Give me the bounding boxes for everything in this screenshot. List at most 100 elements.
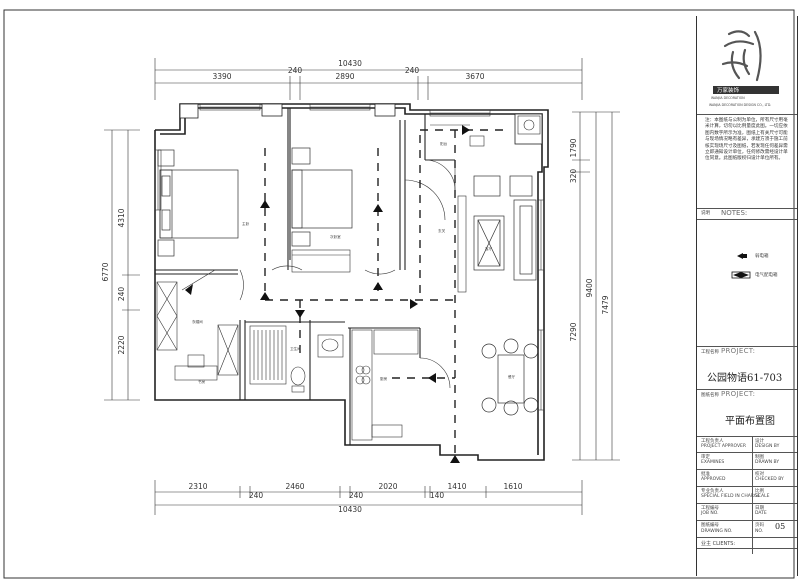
dim-left-total: 6770 <box>101 262 110 281</box>
dim-right-2: 320 <box>569 169 578 184</box>
company-sub: WANJIA DECORATION DESIGN CO., LTD. <box>709 103 772 107</box>
drawing-label: PROJECT: <box>721 390 756 398</box>
dim-bot-8: 1610 <box>503 482 522 491</box>
drawing-label-cn: 图纸名称 <box>701 393 719 398</box>
row-scale: SCALE <box>755 494 770 499</box>
tb-divider <box>697 346 797 347</box>
arrow-up-icon <box>450 455 460 463</box>
arrow-left-icon <box>428 373 436 383</box>
arrow-right-icon <box>462 125 470 135</box>
notes-label: NOTES: <box>721 209 748 217</box>
room-label-second: 次卧室 <box>330 234 341 239</box>
row-date-cn: 日期 <box>755 506 764 511</box>
dimensions-left <box>104 129 140 401</box>
row-date: DATE <box>755 511 767 516</box>
dim-top-2: 240 <box>288 66 303 75</box>
drawing-name: 平面布置图 <box>725 416 775 427</box>
tb-divider <box>697 520 797 521</box>
dim-bot-6: 140 <box>430 491 445 500</box>
page-number: 05 <box>775 522 786 531</box>
dining-table <box>481 338 539 416</box>
notes-label-cn: 说明 <box>701 211 710 216</box>
company-name-cn: 万家装饰 <box>717 88 740 94</box>
dim-bot-7: 1410 <box>447 482 466 491</box>
weak-box-legend-icon <box>737 253 747 259</box>
room-label-study: 书房 <box>198 379 206 384</box>
client-label: 业主 CLIENTS: <box>701 541 736 547</box>
tv-cabinet <box>457 195 467 293</box>
kitchen-counter <box>351 329 419 441</box>
title-block: 万家装饰 WANJIA DECORATION WANJIA DECORATION… <box>696 16 798 576</box>
company-name-en: WANJIA DECORATION <box>711 96 745 100</box>
row-examine-cn: 审定 <box>701 455 710 460</box>
room-label-master: 主卧 <box>242 221 250 226</box>
dim-top-5: 3670 <box>465 72 484 81</box>
room-label-foyer: 玄关 <box>438 228 446 233</box>
dim-left-2: 240 <box>117 287 126 302</box>
tb-divider <box>697 452 797 453</box>
dim-top-4: 240 <box>405 66 420 75</box>
row-drawing-no: DRAWING NO. <box>701 529 733 534</box>
room-label-living: 客厅 <box>485 246 493 251</box>
notes-text: 注：本图纸与公制为单位，所有尺寸用毫米计算，切勿以比例量度此图。一切应依图内数字… <box>705 118 788 162</box>
project-label-cn: 工程名称 <box>701 350 719 355</box>
dim-right-3: 9400 <box>585 278 594 297</box>
tb-divider <box>697 503 797 504</box>
second-bed <box>291 147 353 247</box>
arrow-up-icon <box>260 200 270 208</box>
row-design-cn: 设计 <box>755 439 764 444</box>
arrow-up-icon <box>373 282 383 290</box>
row-scale-cn: 比例 <box>755 489 764 494</box>
second-wardrobe <box>291 249 351 273</box>
interior-walls <box>155 108 455 445</box>
tb-col-divider <box>752 436 753 554</box>
route-arrows <box>185 125 470 463</box>
dim-bot-5: 2020 <box>378 482 397 491</box>
row-drawn: DRAWN BY <box>755 460 780 465</box>
tb-divider <box>697 219 797 220</box>
tb-divider <box>697 548 797 549</box>
legend-weak-box: 弱电箱 <box>755 254 769 259</box>
legend-power-box: 电气配电箱 <box>755 273 778 278</box>
arrow-down-icon <box>295 310 305 318</box>
row-examine: EXAMINES <box>701 460 725 465</box>
living-sofa <box>473 175 537 281</box>
tb-divider <box>697 208 797 209</box>
dim-top-3: 2890 <box>335 72 354 81</box>
arrow-up-icon <box>260 292 270 300</box>
columns <box>179 103 543 145</box>
logo-bar <box>713 86 779 94</box>
study-desk <box>174 354 218 381</box>
row-page-cn: 页码 <box>755 523 764 528</box>
room-label-kitchen: 厨房 <box>380 376 388 381</box>
dimensions-top <box>154 58 583 100</box>
dim-top-1: 3390 <box>212 72 231 81</box>
wiring-routes <box>264 129 505 455</box>
master-bed <box>157 149 239 257</box>
row-drawing-no-cn: 图纸编号 <box>701 523 719 528</box>
sheet-border <box>3 9 795 579</box>
project-label: PROJECT: <box>721 347 756 355</box>
row-page: NO. <box>755 529 764 534</box>
balcony-fixtures <box>430 115 541 147</box>
arrow-right-icon <box>410 299 418 309</box>
company-logo-icon <box>721 30 762 82</box>
dim-bot-4: 240 <box>349 491 364 500</box>
arrow-up-icon <box>373 204 383 212</box>
row-job: JOB NO. <box>701 511 719 516</box>
room-label-balcony: 阳台 <box>440 141 448 146</box>
row-special: SPECIAL FIELD IN CHARGE <box>701 494 761 499</box>
row-checked-cn: 校对 <box>755 472 764 477</box>
row-special-cn: 专业负责人 <box>701 489 724 494</box>
row-checked: CHECKED BY <box>755 477 784 482</box>
tb-divider <box>697 436 797 437</box>
exterior-walls <box>154 103 549 461</box>
dim-bot-3: 2460 <box>285 482 304 491</box>
arrow-up-left-icon <box>185 284 193 295</box>
row-approved: APPROVED <box>701 477 726 482</box>
room-label-bath: 卫生间 <box>290 346 301 351</box>
room-label-dining: 餐厅 <box>508 374 516 379</box>
room-label-cloak: 衣帽间 <box>192 319 203 324</box>
